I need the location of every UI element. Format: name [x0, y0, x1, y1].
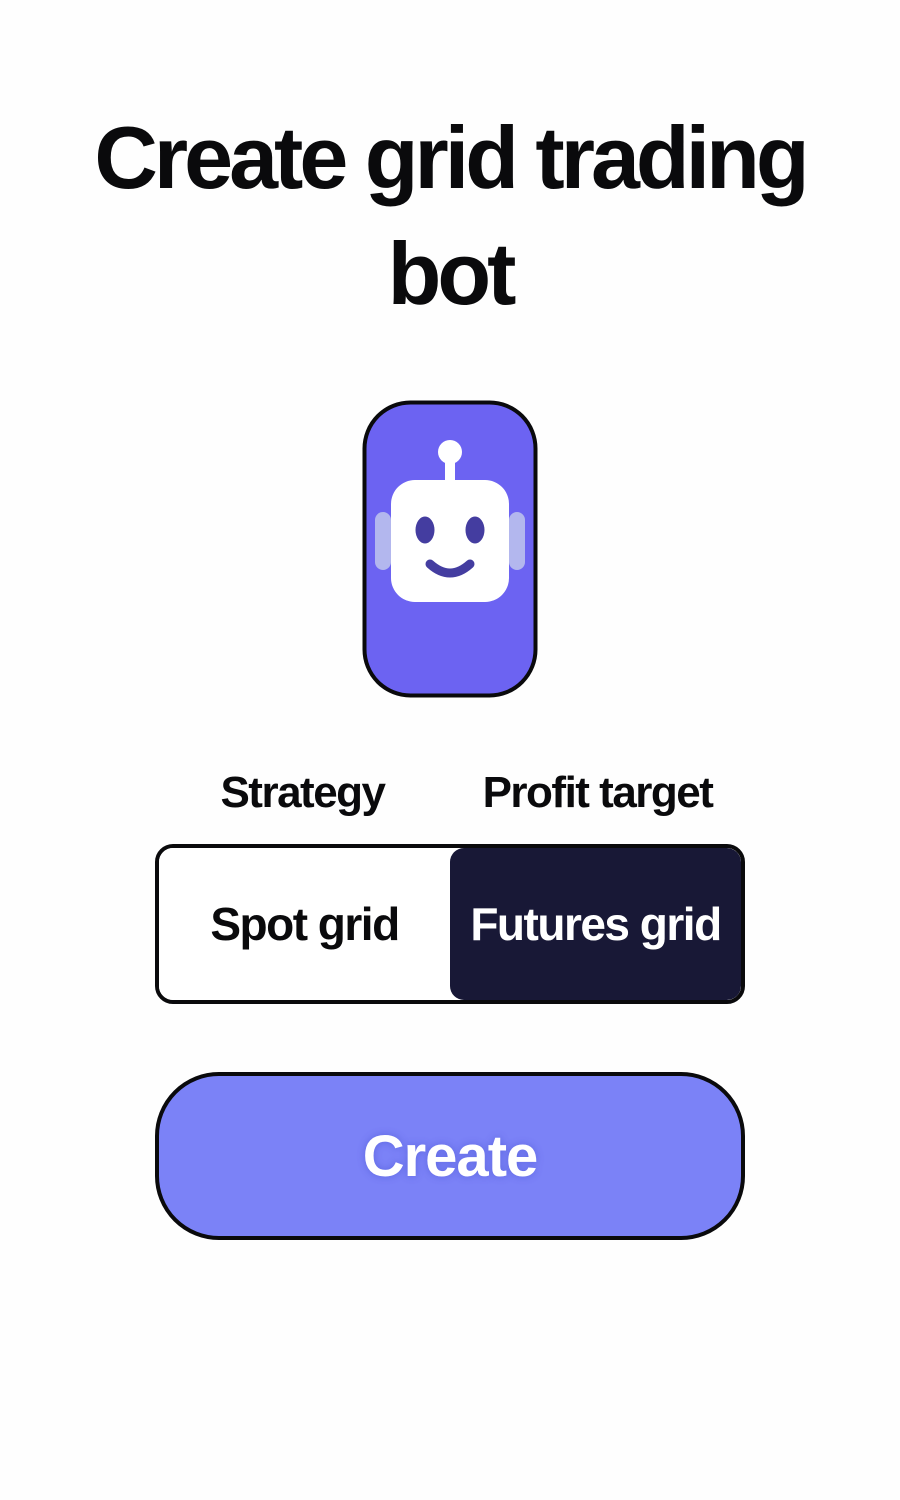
strategy-segmented-control: Spot grid Futures grid [155, 844, 745, 1005]
segment-spot-grid[interactable]: Spot grid [159, 848, 450, 1001]
robot-icon [362, 400, 538, 698]
robot-icon-svg [362, 400, 538, 698]
strategy-label-cell: Strategy [155, 768, 450, 818]
strategy-label: Strategy [220, 768, 386, 818]
page-title: Create grid trading bot [94, 108, 809, 324]
create-button[interactable]: Create [155, 1072, 745, 1241]
profit-target-label: Profit target [482, 768, 714, 818]
segment-futures-grid[interactable]: Futures grid [450, 848, 741, 1001]
profit-target-label-cell: Profit target [450, 768, 745, 818]
field-labels-row: Strategy Profit target [155, 768, 745, 818]
